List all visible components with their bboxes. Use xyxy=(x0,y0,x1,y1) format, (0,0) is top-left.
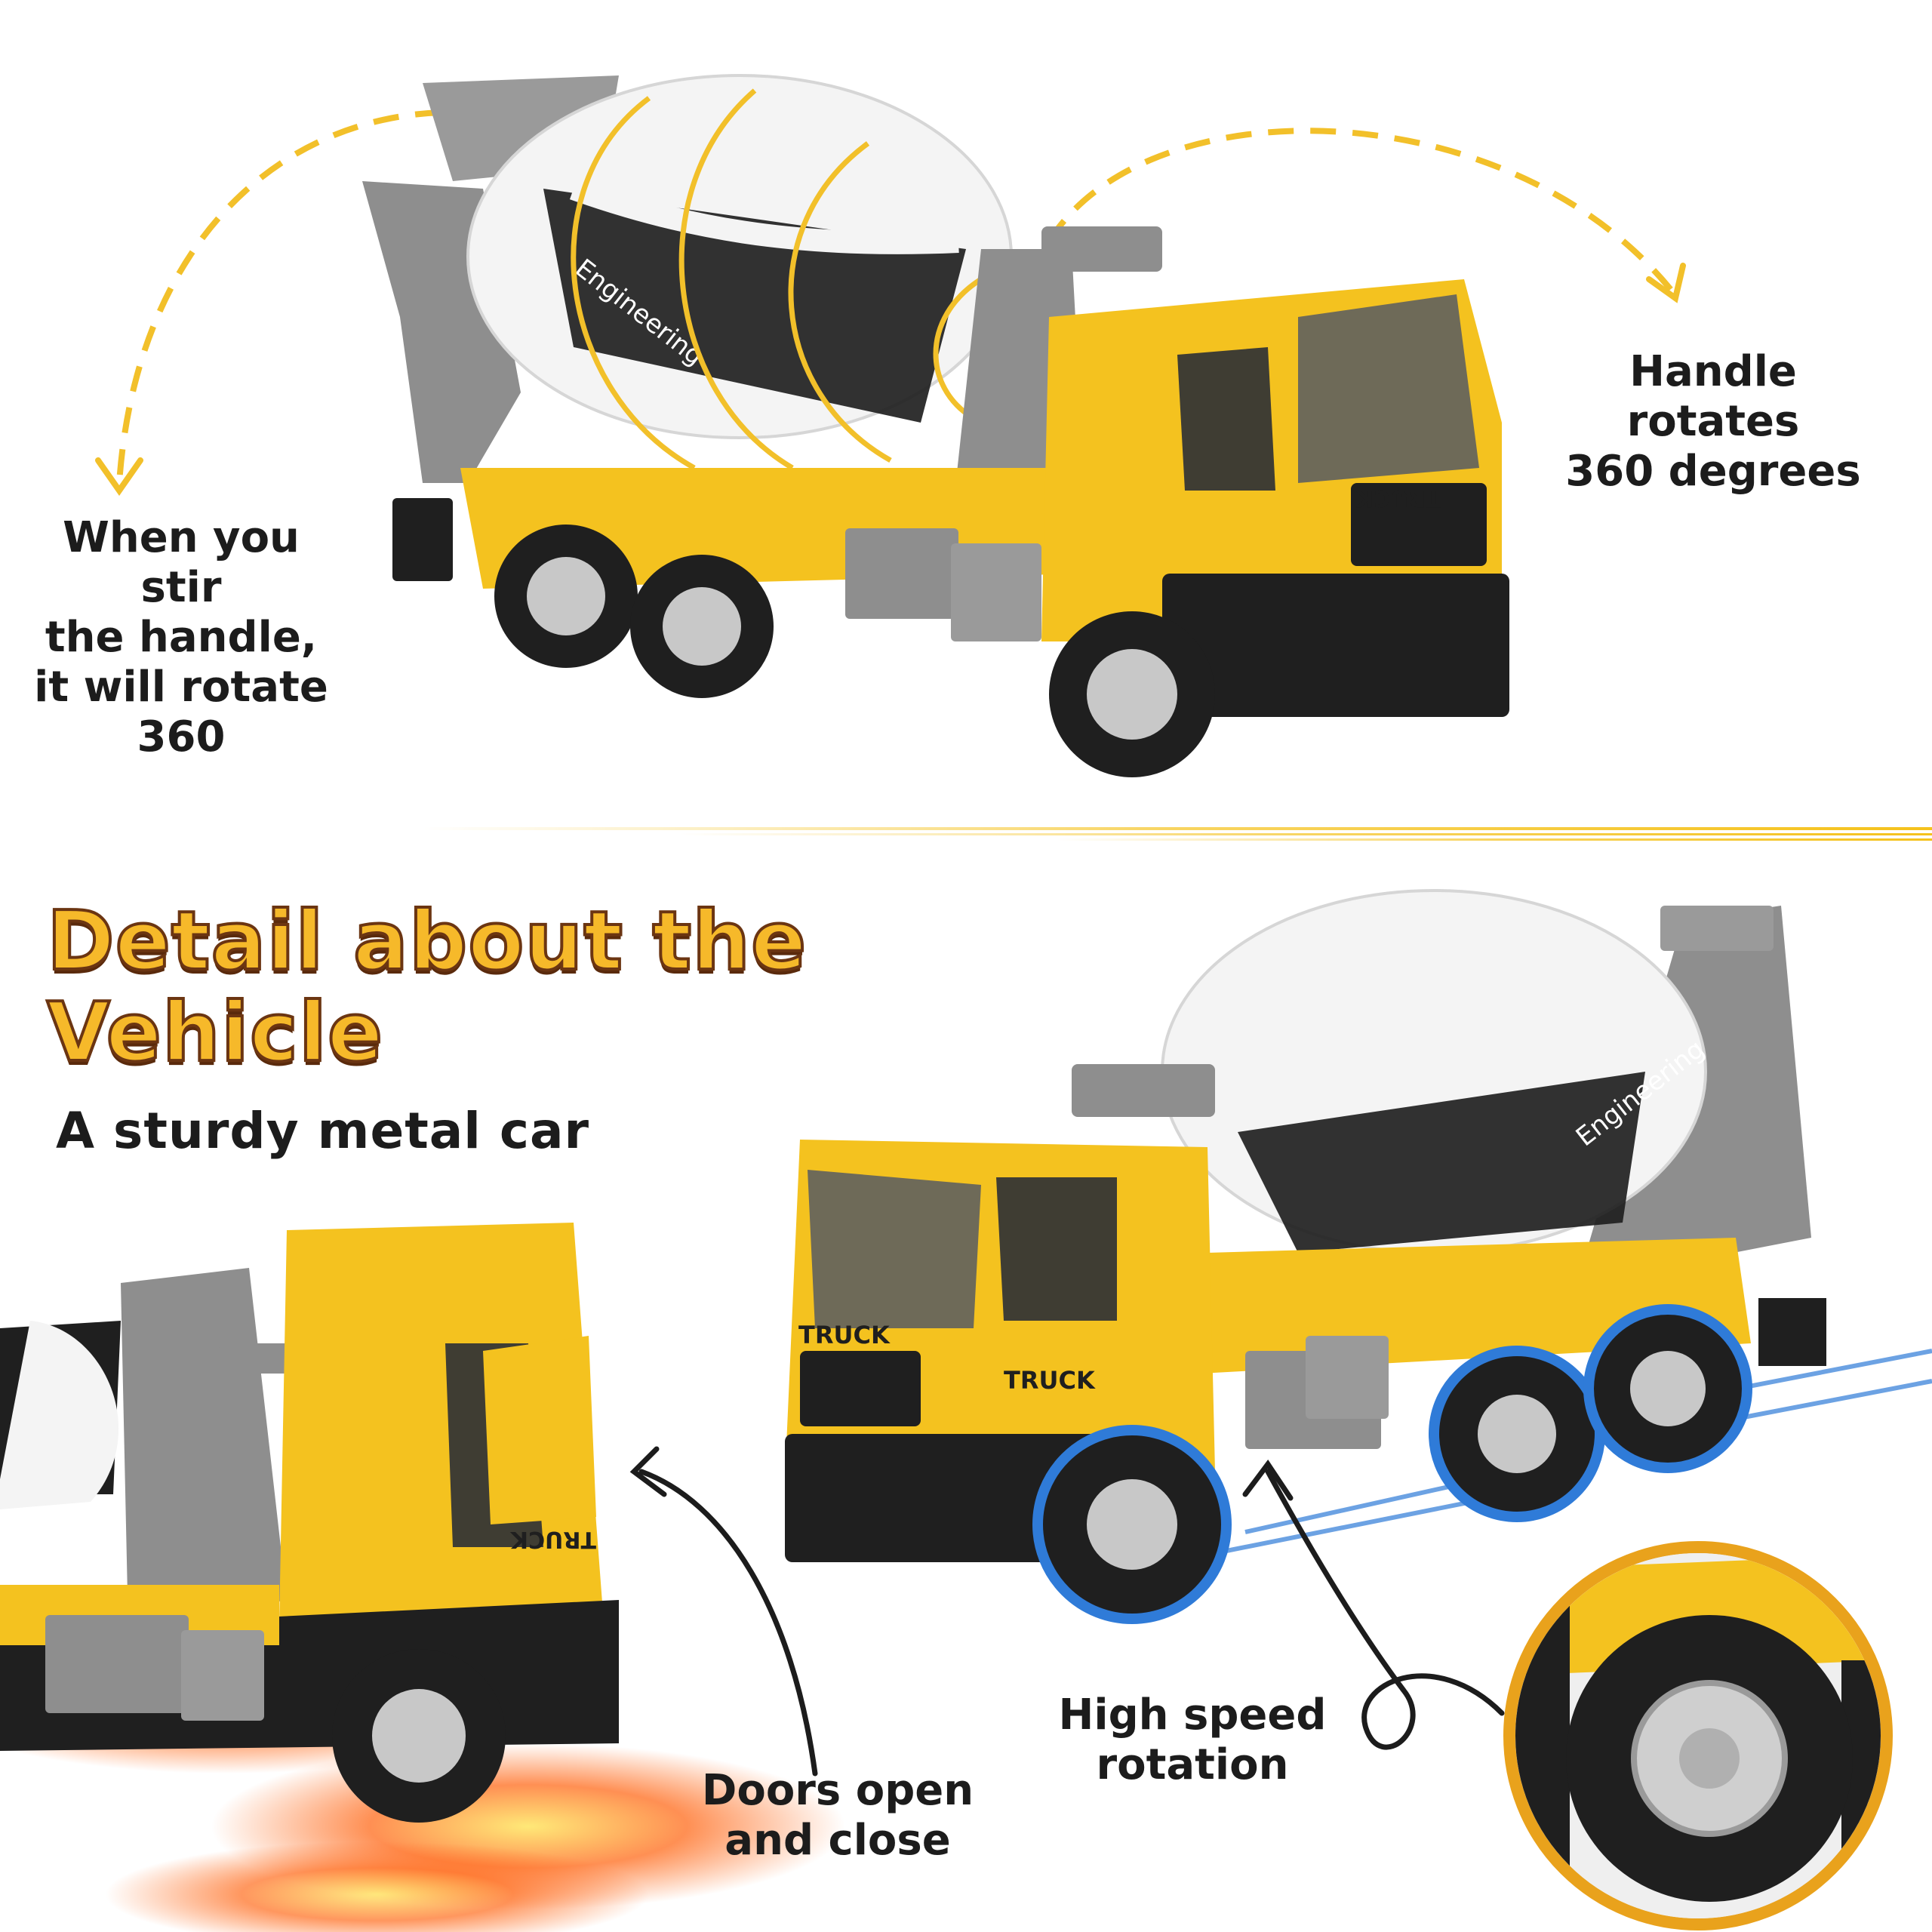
callout-line: and close xyxy=(724,1816,951,1866)
cab-text: TRUCK xyxy=(798,1321,891,1349)
cab-text: TRUCK xyxy=(1004,1366,1096,1395)
callout-high-speed: High speed rotation xyxy=(1049,1690,1336,1790)
callout-stir-handle: When you stir the handle, it will rotate… xyxy=(15,513,347,762)
callout-line: 360 degrees xyxy=(1565,447,1861,497)
title-line: Vehicle xyxy=(45,985,384,1080)
callout-line: rotation xyxy=(1096,1740,1289,1790)
cab-text: TRUCK xyxy=(509,1526,596,1552)
callout-line: Doors open xyxy=(701,1766,974,1815)
callout-handle-rotates: Handle rotates 360 degrees xyxy=(1540,347,1887,497)
callout-line: it will rotate 360 xyxy=(34,663,328,762)
cab-text-top: TRUCK xyxy=(1355,485,1441,511)
wheel-icon xyxy=(494,525,1215,777)
callout-line: the handle, xyxy=(45,613,318,663)
title-line: Detail about the xyxy=(45,894,808,989)
page-title: Detail about the Vehicle xyxy=(45,894,808,1080)
callout-line: Handle rotates xyxy=(1626,347,1800,447)
subtitle: A sturdy metal car xyxy=(56,1102,590,1160)
callout-doors: Doors open and close xyxy=(679,1766,996,1866)
wheel-icon xyxy=(1032,1304,1752,1624)
callout-line: High speed xyxy=(1058,1690,1327,1740)
wheel-icon xyxy=(332,1649,506,1823)
callout-line: When you stir xyxy=(63,513,300,613)
section-divider xyxy=(423,827,1932,841)
